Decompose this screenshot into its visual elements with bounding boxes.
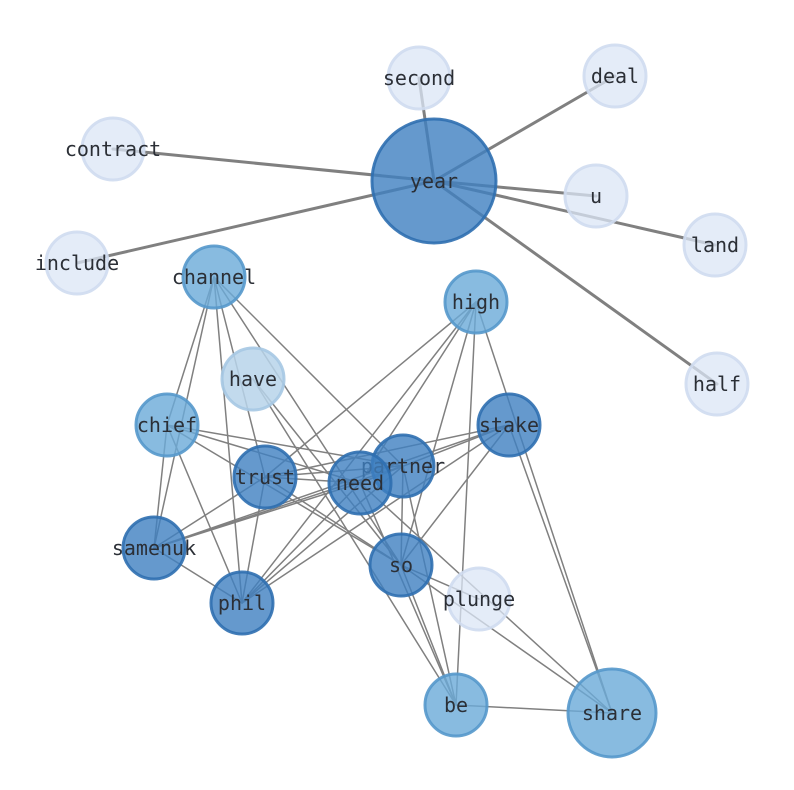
node-share: share [566,667,658,759]
node-high: high [443,269,509,335]
node-circle-have [220,346,286,412]
node-circle-plunge [446,566,512,632]
edge-stake-share [508,424,613,714]
node-circle-contract [80,116,146,182]
node-circle-deal [582,43,648,109]
node-u: u [563,163,629,229]
edge-channel-phil [213,276,243,604]
node-circle-chief [134,392,200,458]
node-stake: stake [476,392,542,458]
node-label-chief: chief [137,413,197,437]
node-circle-phil [209,570,275,636]
node-label-be: be [444,693,468,717]
node-circle-include [44,230,110,296]
node-label-channel: channel [172,265,256,289]
node-label-deal: deal [591,64,639,88]
node-circle-share [566,667,658,759]
edge-have-be [252,378,457,706]
node-circle-u [563,163,629,229]
node-chief: chief [134,392,200,458]
node-deal: deal [582,43,648,109]
node-year: year [370,117,498,245]
node-circle-samenuk [121,515,187,581]
node-label-share: share [582,701,642,725]
node-circle-land [682,212,748,278]
node-label-year: year [410,169,458,193]
node-circle-so [368,532,434,598]
node-label-u: u [590,184,602,208]
node-circle-trust [232,444,298,510]
node-label-half: half [693,372,741,396]
node-circle-need [327,450,393,516]
node-second: second [383,45,455,111]
node-label-include: include [35,251,119,275]
edge-high-so [400,301,477,566]
node-so: so [368,532,434,598]
node-contract: contract [65,116,161,182]
edge-high-share [475,301,613,714]
node-circle-be [423,672,489,738]
node-circle-second [386,45,452,111]
node-half: half [684,351,750,417]
node-include: include [35,230,119,296]
node-label-so: so [389,553,413,577]
node-samenuk: samenuk [112,515,196,581]
node-circle-stake [476,392,542,458]
node-label-trust: trust [235,465,295,489]
nodes-layer: second deal contract year u land include channe… [35,43,750,759]
node-label-stake: stake [479,413,539,437]
node-label-samenuk: samenuk [112,536,196,560]
edge-high-be [455,301,477,706]
edge-channel-so [213,276,402,566]
node-label-high: high [452,290,500,314]
node-be: be [423,672,489,738]
node-plunge: plunge [443,566,515,632]
node-label-have: have [229,367,277,391]
node-label-second: second [383,66,455,90]
node-circle-channel [181,244,247,310]
node-label-plunge: plunge [443,587,515,611]
node-phil: phil [209,570,275,636]
node-land: land [682,212,748,278]
node-trust: trust [232,444,298,510]
node-label-contract: contract [65,137,161,161]
edge-stake-phil [241,424,510,604]
node-label-need: need [336,471,384,495]
edge-need-samenuk [153,482,361,549]
node-label-phil: phil [218,591,266,615]
node-need: need [327,450,393,516]
node-have: have [220,346,286,412]
edge-channel-partner [213,276,404,467]
node-circle-half [684,351,750,417]
node-circle-year [370,117,498,245]
node-channel: channel [172,244,256,310]
node-circle-high [443,269,509,335]
node-label-land: land [691,233,739,257]
